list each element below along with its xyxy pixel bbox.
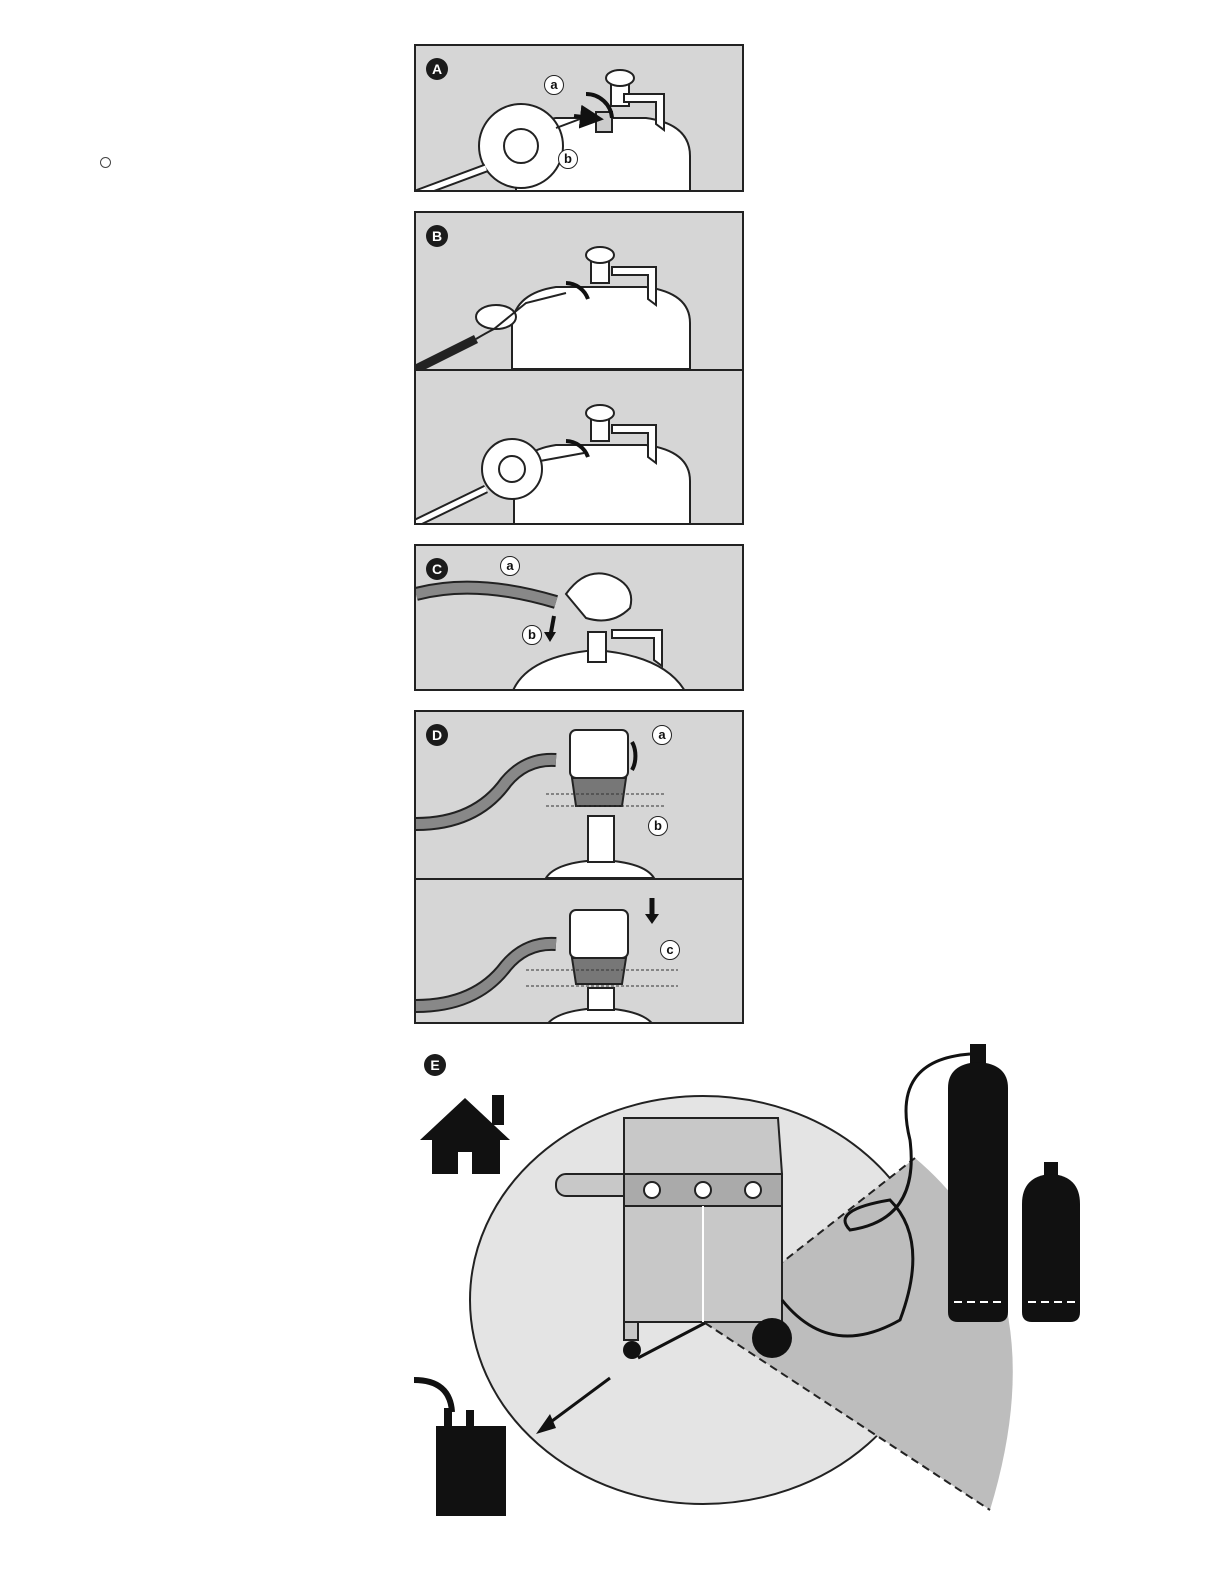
figure-d-panel: D a b c [414,710,744,1024]
figure-e-scene: E [410,1040,1100,1530]
figure-b-top-illustration [416,213,742,369]
figure-e-illustration [410,1040,1100,1530]
generator-icon [414,1380,506,1516]
figure-c-illustration [416,546,744,691]
figure-a-callout-b: b [558,149,578,169]
figure-d-top-illustration [416,712,742,878]
gas-cylinder-icon [948,1044,1080,1322]
figure-c-label: C [426,558,448,580]
figure-d-callout-b: b [648,816,668,836]
figure-d-label: D [426,724,448,746]
figure-a-callout-a: a [544,75,564,95]
figure-b-panel: B [414,211,744,525]
figure-a-panel: A a b [414,44,744,192]
figure-c-panel: C a b [414,544,744,691]
figure-d-bottom-illustration [416,880,742,1024]
figure-a-illustration [416,46,744,192]
figure-c-callout-a: a [500,556,520,576]
figure-b-top [416,213,742,369]
figure-b-bottom [416,371,742,525]
figure-b-bottom-illustration [416,371,742,525]
figure-d-callout-c: c [660,940,680,960]
figure-a-label: A [426,58,448,80]
figure-b-label: B [426,225,448,247]
figure-e-label: E [424,1054,446,1076]
figure-c-callout-b: b [522,625,542,645]
figure-d-callout-a: a [652,725,672,745]
figure-d-bottom [416,880,742,1024]
figure-d-top [416,712,742,878]
list-bullet [100,157,111,168]
house-icon [420,1095,510,1174]
